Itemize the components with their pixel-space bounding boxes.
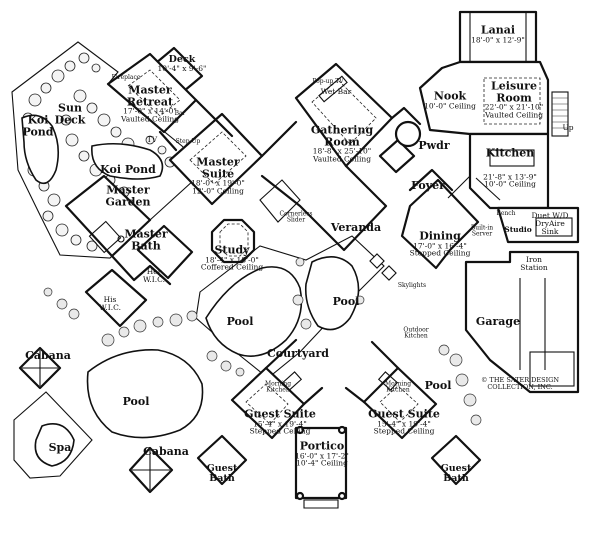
landscape-left — [11, 41, 206, 259]
guest-wings — [196, 338, 482, 509]
right-wing — [418, 10, 580, 394]
skylights-markers — [369, 253, 397, 281]
center-wing — [259, 62, 493, 270]
master-wing — [64, 46, 264, 328]
pool-area — [13, 235, 482, 494]
